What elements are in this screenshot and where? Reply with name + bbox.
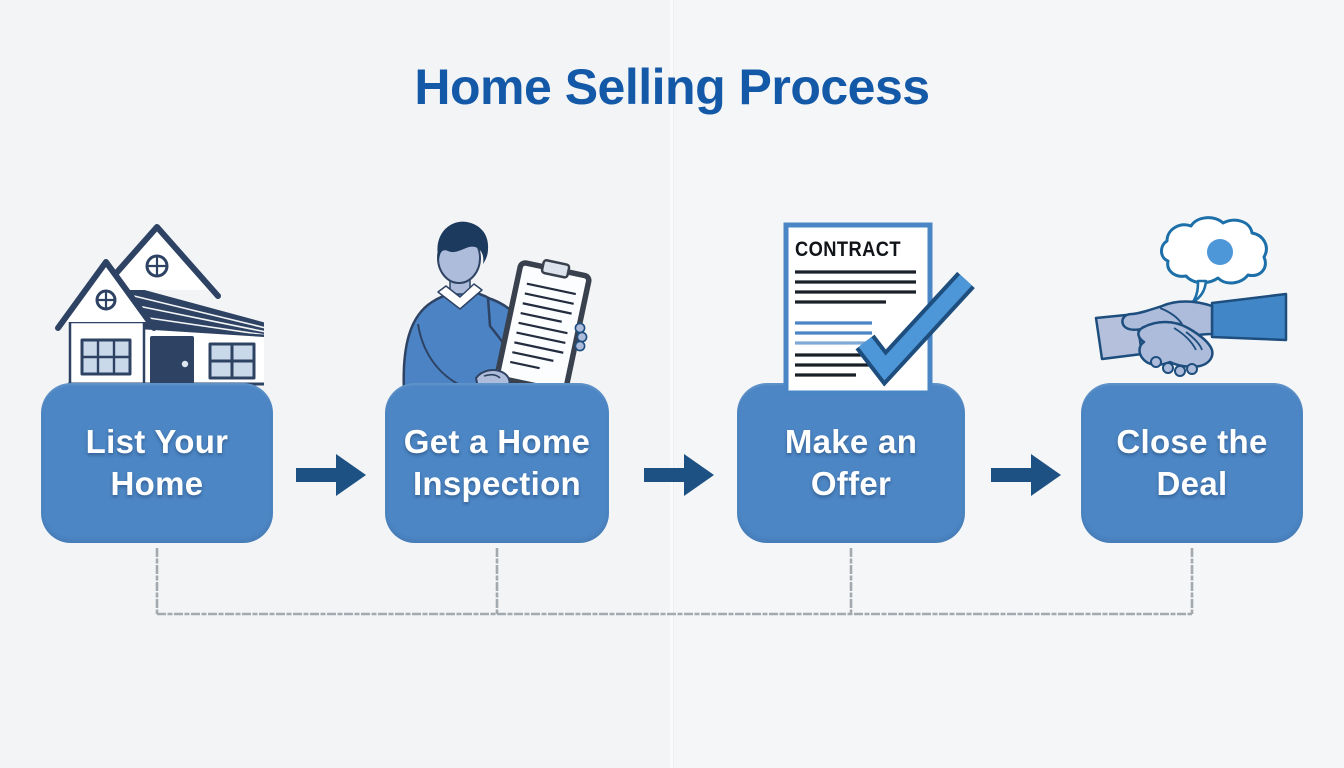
flow-arrow-icon (296, 452, 366, 498)
speech-bubble-icon (1160, 216, 1268, 304)
background-seam (670, 0, 673, 768)
flow-arrow-icon (991, 452, 1061, 498)
connector-line (155, 548, 1194, 616)
contract-title: CONTRACT (795, 237, 901, 261)
contract-checkmark-icon: CONTRACT (783, 222, 975, 396)
step-label: Make an Offer (784, 422, 918, 502)
handshake-icon (1094, 216, 1288, 377)
flow-arrow-icon (644, 452, 714, 498)
step-box-close-the-deal: Close the Deal (1081, 383, 1303, 543)
step-box-list-your-home: List Your Home (41, 383, 273, 543)
step-label: Get a Home Inspection (403, 422, 591, 502)
step-label: Close the Deal (1116, 422, 1268, 502)
inspector-clipboard-icon (402, 221, 592, 392)
checkmark-icon (855, 271, 975, 387)
step-label: List Your Home (85, 422, 229, 502)
house-icon (55, 224, 264, 386)
step-box-make-an-offer: Make an Offer (737, 383, 965, 543)
step-box-get-a-home-inspection: Get a Home Inspection (385, 383, 609, 543)
page-title: Home Selling Process (414, 59, 930, 115)
